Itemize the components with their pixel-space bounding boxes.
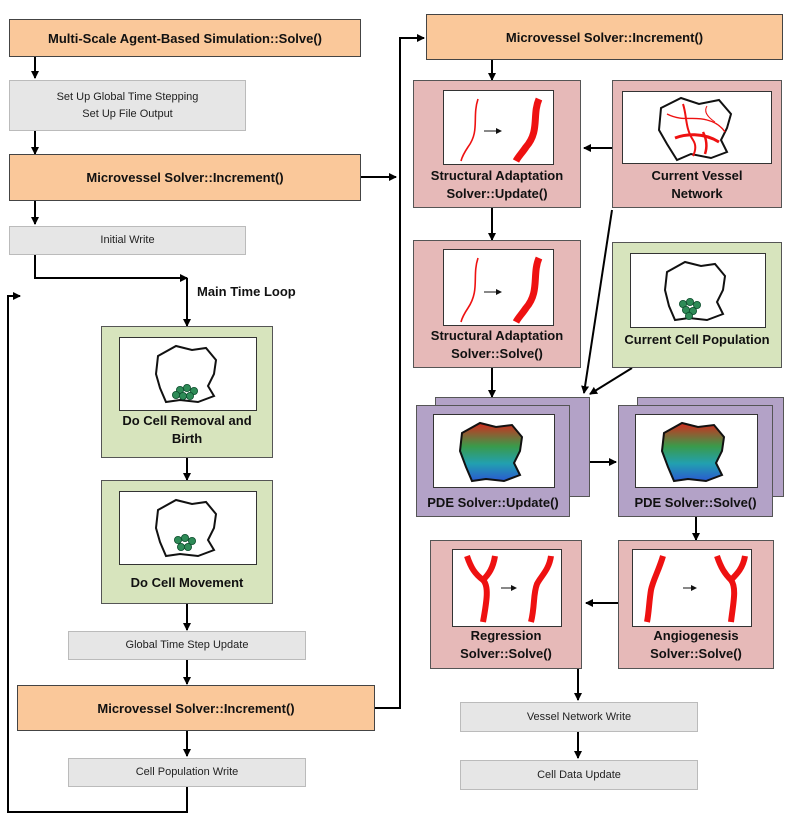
vessel-network-write-box: Vessel Network Write — [460, 702, 698, 732]
increment-box-right: Microvessel Solver::Increment() — [426, 14, 783, 60]
arrow-bottom-increment-to-right — [375, 34, 425, 709]
vessel-sprouting-icon — [644, 555, 748, 623]
setup-box: Set Up Global Time Stepping Set Up File … — [9, 80, 246, 131]
vessel-adaptation-icon — [460, 256, 543, 324]
pde-solve-panel: PDE Solver::Solve() — [618, 405, 773, 517]
arrow-cell-population-to-pde-update — [589, 367, 633, 395]
initial-write-box: Initial Write — [9, 226, 246, 255]
vessel-image-box — [632, 549, 752, 627]
arrow-vessel-network-to-pde-update — [581, 209, 613, 394]
vessel-network-icon — [657, 96, 733, 162]
cell-image-box — [119, 337, 257, 411]
concentration-field-icon — [458, 421, 524, 483]
loop-back-line — [7, 292, 188, 813]
increment-box-bottom: Microvessel Solver::Increment() — [17, 685, 375, 731]
cell-movement-panel: Do Cell Movement — [101, 480, 273, 604]
cell-cluster-icon — [154, 344, 218, 404]
pde-update-panel: PDE Solver::Update() — [416, 405, 570, 517]
structural-adaptation-solve-panel: Structural Adaptation Solver::Solve() — [413, 240, 581, 368]
vessel-regression-icon — [464, 555, 554, 623]
vessel-image-box — [443, 90, 554, 165]
cell-population-write-box: Cell Population Write — [68, 758, 306, 787]
vessel-image-box — [443, 249, 554, 326]
current-cell-population-panel: Current Cell Population — [612, 242, 782, 368]
cell-data-update-box: Cell Data Update — [460, 760, 698, 790]
global-time-step-update-box: Global Time Step Update — [68, 631, 306, 660]
cell-removal-panel: Do Cell Removal and Birth — [101, 326, 273, 458]
vessel-network-image-box — [622, 91, 772, 164]
cell-cluster-icon — [154, 498, 218, 558]
cell-image-box — [119, 491, 257, 565]
cell-image-box — [630, 253, 766, 328]
regression-panel: Regression Solver::Solve() — [430, 540, 582, 669]
current-vessel-network-panel: Current Vessel Network — [612, 80, 782, 208]
cell-cluster-icon — [663, 260, 727, 322]
pde-image-box — [433, 414, 555, 488]
angiogenesis-panel: Angiogenesis Solver::Solve() — [618, 540, 774, 669]
arrow-initial-write-to-loop — [34, 255, 188, 282]
vessel-adaptation-icon — [460, 97, 543, 163]
increment-box-top: Microvessel Solver::Increment() — [9, 154, 361, 201]
simulation-solve-box: Multi-Scale Agent-Based Simulation::Solv… — [9, 19, 361, 57]
main-time-loop-label: Main Time Loop — [197, 284, 296, 299]
pde-image-box — [635, 414, 758, 488]
concentration-field-icon — [660, 421, 726, 483]
vessel-image-box — [452, 549, 562, 627]
structural-adaptation-update-panel: Structural Adaptation Solver::Update() — [413, 80, 581, 208]
